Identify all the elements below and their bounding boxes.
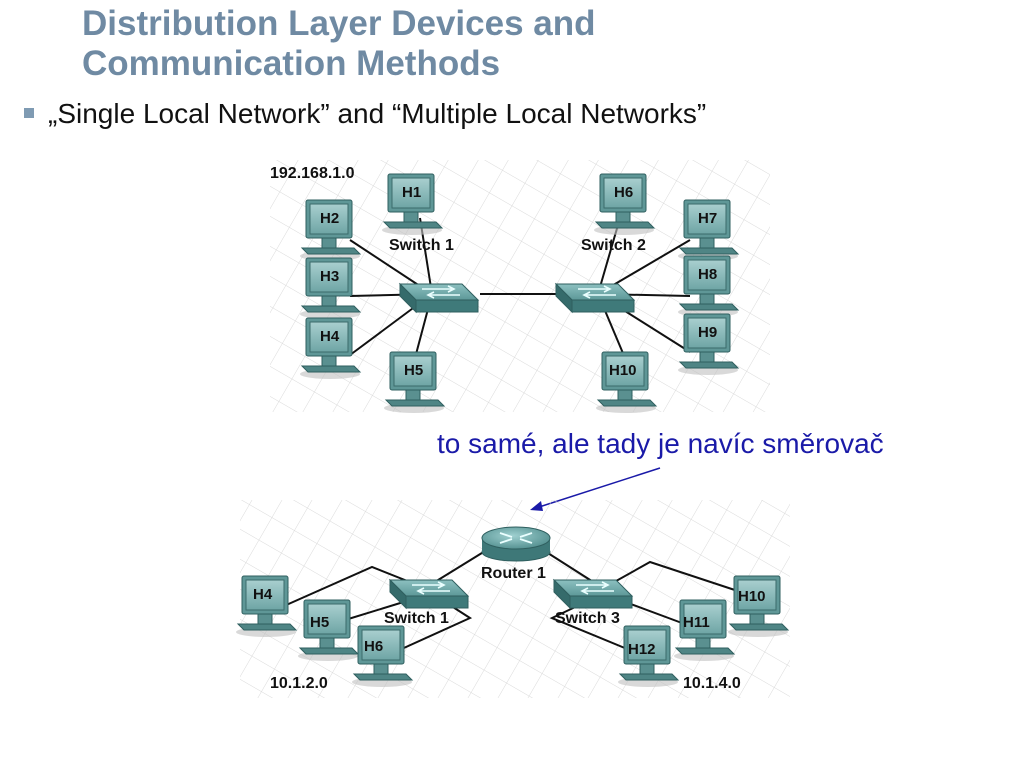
slide-title-line-1: Distribution Layer Devices and bbox=[82, 4, 596, 43]
network-label-top: 192.168.1.0 bbox=[270, 165, 355, 182]
diagram-multiple-networks: Router 1 Switch 1 Switch 3 10.1.2.0 10.1… bbox=[235, 500, 790, 698]
pc-h10-bottom bbox=[727, 575, 789, 638]
diagram-single-network: 192.168.1.0 Switch 1 Switch 2 H1 H2 H3 H… bbox=[270, 160, 770, 414]
host-label-h1: H1 bbox=[402, 184, 421, 201]
switch-2-label-top: Switch 2 bbox=[581, 237, 646, 254]
host-label-h2: H2 bbox=[320, 210, 339, 227]
slide-title: Distribution Layer Devices and Communica… bbox=[82, 4, 595, 84]
switch-3-bottom bbox=[553, 579, 633, 609]
router-1 bbox=[481, 526, 551, 562]
host-label-h6: H6 bbox=[614, 184, 633, 201]
host-label-h5: H5 bbox=[404, 362, 423, 379]
switch-1-label-top: Switch 1 bbox=[389, 237, 454, 254]
bullet-text: „Single Local Network” and “Multiple Loc… bbox=[48, 98, 707, 129]
switch-2-top bbox=[555, 283, 635, 313]
square-bullet-icon bbox=[24, 108, 34, 118]
slide-title-line-2: Communication Methods bbox=[82, 44, 501, 83]
host-label-h3: H3 bbox=[320, 268, 339, 285]
host-label-h11-bottom: H11 bbox=[683, 614, 710, 631]
router-annotation: to samé, ale tady je navíc směrovač bbox=[437, 428, 884, 459]
host-label-h10-bottom: H10 bbox=[738, 588, 766, 605]
network-label-left: 10.1.2.0 bbox=[270, 675, 328, 692]
host-label-h10: H10 bbox=[609, 362, 637, 379]
switch-3-label-bottom: Switch 3 bbox=[555, 610, 620, 627]
pc-h6-bottom bbox=[351, 625, 413, 688]
host-label-h6-bottom: H6 bbox=[364, 638, 383, 655]
host-label-h12-bottom: H12 bbox=[628, 641, 656, 658]
host-label-h5-bottom: H5 bbox=[310, 614, 329, 631]
host-label-h8: H8 bbox=[698, 266, 717, 283]
bullet-item: „Single Local Network” and “Multiple Loc… bbox=[24, 98, 706, 130]
switch-1-top bbox=[399, 283, 479, 313]
host-label-h4-bottom: H4 bbox=[253, 586, 273, 603]
network-label-right: 10.1.4.0 bbox=[683, 675, 741, 692]
host-label-h9: H9 bbox=[698, 324, 717, 341]
router-1-label: Router 1 bbox=[481, 565, 546, 582]
host-label-h4: H4 bbox=[320, 328, 340, 345]
switch-1-bottom bbox=[389, 579, 469, 609]
host-label-h7: H7 bbox=[698, 210, 717, 227]
switch-1-label-bottom: Switch 1 bbox=[384, 610, 449, 627]
